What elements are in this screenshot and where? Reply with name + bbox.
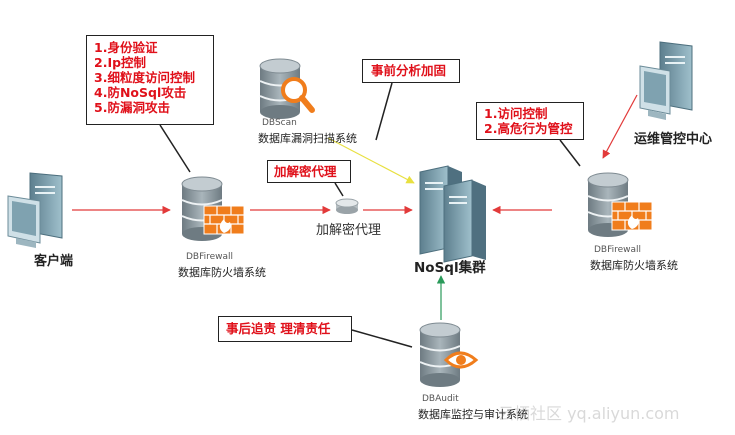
- dbaudit-en-label: DBAudit: [422, 394, 459, 404]
- dbscan-magnifier-icon: [259, 58, 315, 119]
- auth-feature-4: 4.防NoSql攻击: [94, 85, 187, 100]
- ops-center-label: 运维管控中心: [634, 132, 713, 147]
- proxy-callout: 加解密代理: [267, 160, 351, 183]
- left-firewall-icon: [181, 176, 245, 241]
- auth-feature-3: 3.细粒度访问控制: [94, 70, 195, 85]
- proxy-device-icon: [335, 198, 359, 214]
- left-firewall-en-label: DBFirewall: [186, 252, 234, 262]
- audit-callout-pointer: [351, 329, 413, 348]
- right-firewall-icon: [587, 172, 653, 237]
- audit-callout-text: 事后追责 理清责任: [226, 321, 331, 336]
- ops-computer-icon: [639, 41, 693, 120]
- pre-analysis-callout: 事前分析加固: [362, 59, 460, 83]
- pre-analysis-pointer: [375, 82, 393, 141]
- auth-callout-pointer: [159, 124, 191, 173]
- watermark: 云栖社区 yq.aliyun.com: [498, 404, 680, 423]
- auth-features-callout: 1.身份验证 2.Ip控制 3.细粒度访问控制 4.防NoSql攻击 5.防漏洞…: [86, 35, 214, 125]
- pre-analysis-text: 事前分析加固: [371, 63, 447, 78]
- left-firewall-cn-label: 数据库防火墙系统: [178, 266, 266, 279]
- scan-to-cluster-arrow: [327, 137, 415, 184]
- proxy-label: 加解密代理: [316, 223, 382, 238]
- cluster-label: NoSql集群: [414, 260, 486, 276]
- auth-feature-5: 5.防漏洞攻击: [94, 100, 170, 115]
- nosql-cluster-server-icon: [419, 165, 486, 263]
- audit-callout: 事后追责 理清责任: [218, 316, 352, 342]
- dbscan-en-label: DBScan: [262, 118, 297, 128]
- ops-to-firewall-arrow: [602, 94, 638, 159]
- ops-feature-1: 1.访问控制: [484, 106, 548, 121]
- ops-features-callout: 1.访问控制 2.高危行为管控: [476, 102, 584, 140]
- dbaudit-cn-label: 数据库监控与审计系统: [418, 408, 528, 421]
- proxy-callout-text: 加解密代理: [274, 164, 337, 179]
- auth-feature-1: 1.身份验证: [94, 40, 158, 55]
- right-firewall-en-label: DBFirewall: [594, 245, 642, 255]
- right-firewall-cn-label: 数据库防火墙系统: [590, 259, 678, 272]
- ops-callout-pointer: [559, 139, 581, 167]
- dbscan-cn-label: 数据库漏洞扫描系统: [258, 132, 357, 145]
- dbaudit-eye-icon: [419, 322, 479, 387]
- client-label: 客户端: [34, 254, 74, 269]
- client-computer-icon: [7, 172, 63, 248]
- auth-feature-2: 2.Ip控制: [94, 55, 147, 70]
- proxy-callout-pointer: [334, 182, 344, 197]
- ops-feature-2: 2.高危行为管控: [484, 121, 573, 136]
